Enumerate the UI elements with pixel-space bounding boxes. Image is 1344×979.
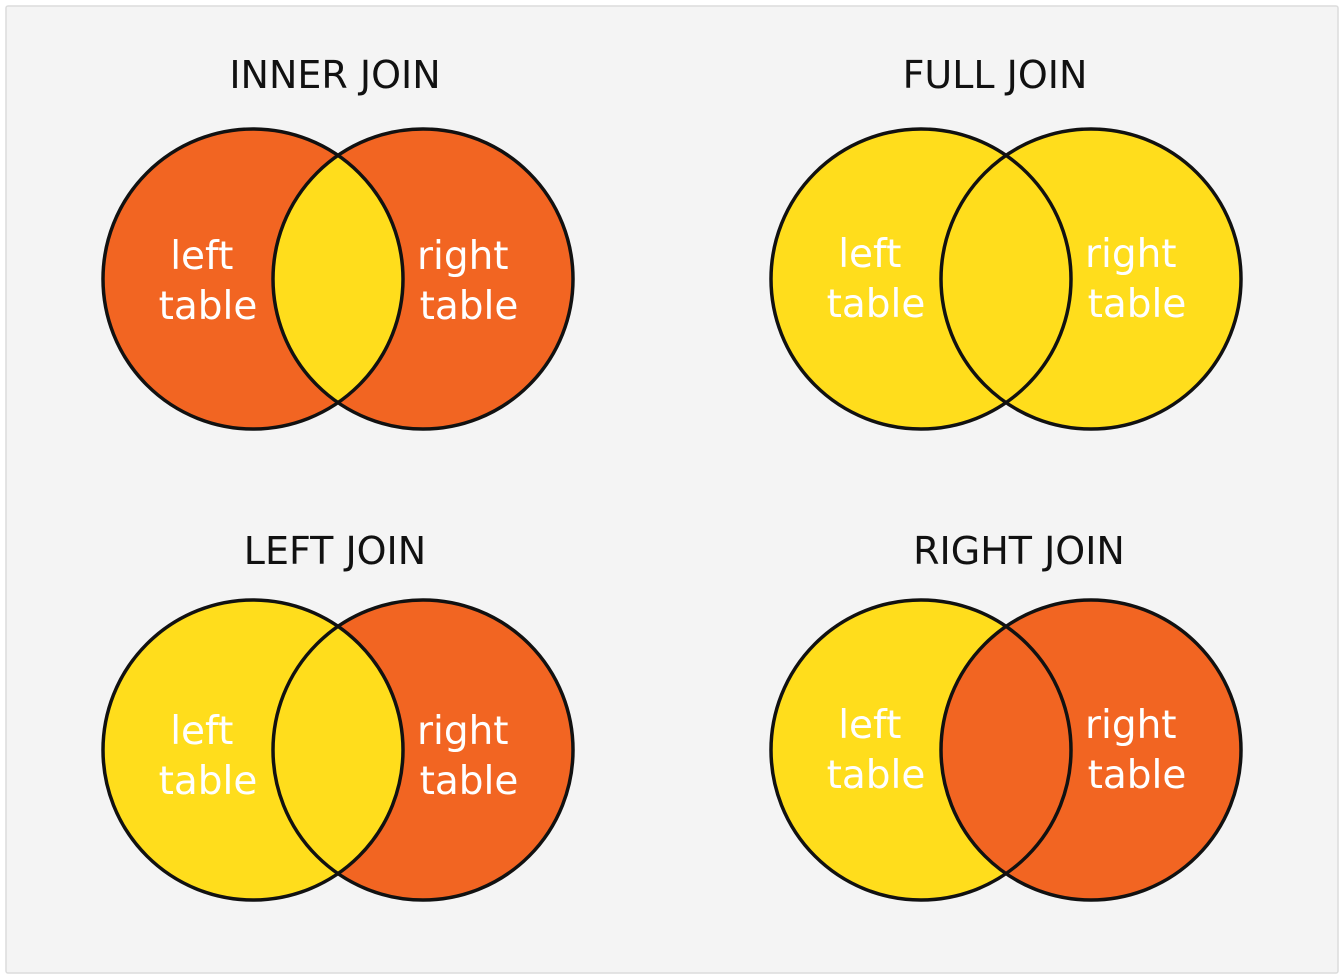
- panel-right-join: RIGHT JOIN left table right table: [769, 529, 1243, 902]
- left-table-outline: [101, 127, 405, 431]
- left-table-outline: [769, 598, 1073, 902]
- intersection-region: [273, 129, 403, 429]
- left-table-label: left table: [827, 703, 926, 798]
- left-table-label: left table: [159, 234, 258, 329]
- panel-inner-join: INNER JOIN left table right table: [101, 53, 575, 431]
- right-table-outline: [271, 598, 575, 902]
- panel-full-join: FULL JOIN left table right table: [769, 53, 1243, 431]
- right-table-label: right table: [1085, 703, 1189, 798]
- intersection-region: [941, 129, 1071, 429]
- intersection-region: [273, 600, 403, 900]
- panel-title: INNER JOIN: [229, 53, 440, 97]
- right-table-label: right table: [1085, 232, 1189, 327]
- left-table-label: left table: [159, 709, 258, 804]
- right-table-outline: [939, 127, 1243, 431]
- left-table-outline: [101, 598, 405, 902]
- panel-title: RIGHT JOIN: [913, 529, 1125, 573]
- panel-title: LEFT JOIN: [244, 529, 426, 573]
- intersection-region: [941, 600, 1071, 900]
- left-table-label: left table: [827, 232, 926, 327]
- panel-title: FULL JOIN: [903, 53, 1088, 97]
- right-table-label: right table: [417, 234, 521, 329]
- panel-left-join: LEFT JOIN left table right table: [101, 529, 575, 902]
- right-table-outline: [939, 598, 1243, 902]
- left-table-outline: [769, 127, 1073, 431]
- right-table-outline: [271, 127, 575, 431]
- right-table-label: right table: [417, 709, 521, 804]
